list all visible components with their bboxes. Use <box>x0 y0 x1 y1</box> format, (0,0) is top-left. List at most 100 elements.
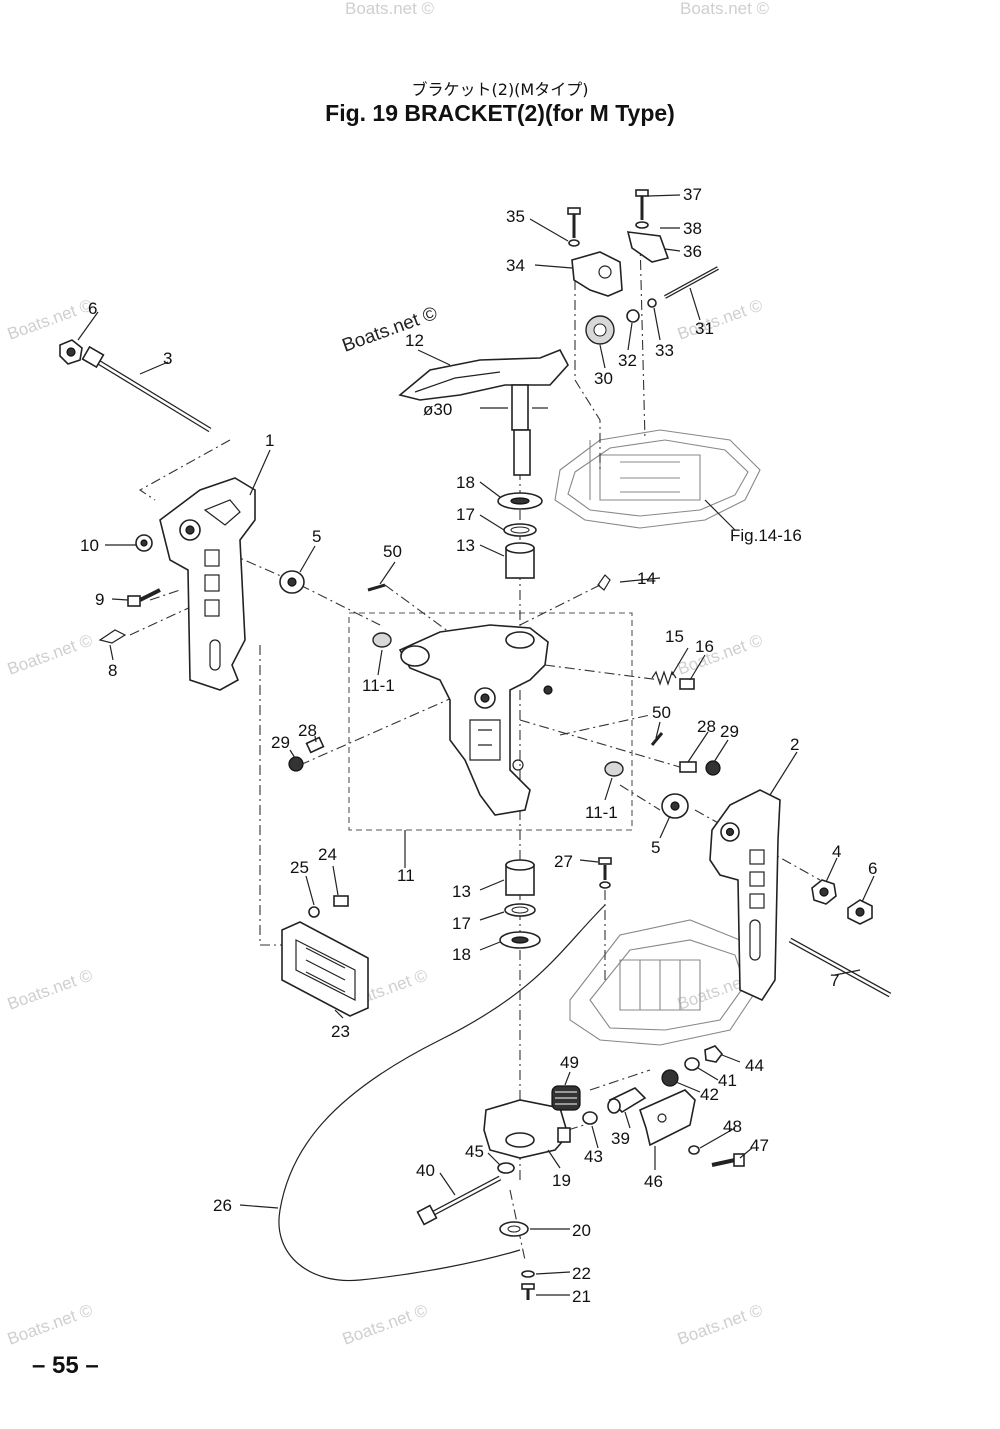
watermark-text: Boats.net © <box>675 295 766 343</box>
part-36-bracket <box>626 189 670 263</box>
watermark-text: Boats.net © <box>345 0 435 18</box>
part-50-pins <box>367 574 664 746</box>
part-31-bolt <box>664 266 719 299</box>
page-number: – 55 – <box>32 1352 99 1379</box>
part-11-swivel-bracket <box>398 624 553 816</box>
part-5-washer-left <box>279 570 305 594</box>
part-46-plate <box>639 1089 696 1147</box>
watermark-text: Boats.net © <box>5 1300 96 1348</box>
callout-label: 11-1 <box>585 803 618 822</box>
watermark-text: Boats.net © <box>680 0 770 18</box>
part-20-21-22-hardware <box>499 1221 535 1300</box>
callout-label: 13 <box>452 882 471 901</box>
callout-label: 21 <box>572 1287 591 1306</box>
diameter-note: ø30 <box>423 400 452 419</box>
part-39-knob <box>607 1087 647 1114</box>
part-9-bolt <box>127 588 161 607</box>
callout-label: 50 <box>383 542 402 561</box>
callout-label: 19 <box>552 1171 571 1190</box>
watermark-text: Boats.net © <box>340 1300 431 1348</box>
callout-label: 42 <box>700 1085 719 1104</box>
part-42-spring <box>661 1069 679 1087</box>
watermark-text: Boats.net © <box>340 303 441 357</box>
callout-label: 5 <box>651 838 660 857</box>
part-8-clip <box>98 629 127 644</box>
part-34-clamp <box>567 207 623 297</box>
callout-label: 17 <box>452 914 471 933</box>
callout-label: 13 <box>456 536 475 555</box>
callout-label: 49 <box>560 1053 579 1072</box>
figure-reference: Fig.14-16 <box>730 526 802 545</box>
callout-label: 27 <box>554 852 573 871</box>
callout-label: 18 <box>456 473 475 492</box>
part-5-washer-right <box>661 793 689 819</box>
callout-label: 4 <box>832 842 841 861</box>
callout-label: 35 <box>506 207 525 226</box>
part-1-left-bracket <box>159 477 256 691</box>
part-49-rubber <box>551 1085 581 1111</box>
callout-label: 17 <box>456 505 475 524</box>
callout-label: 47 <box>750 1136 769 1155</box>
callout-label: 2 <box>790 735 799 754</box>
callout-label: 11 <box>397 866 415 885</box>
callout-label: 9 <box>95 590 104 609</box>
part-10-washer <box>135 534 153 552</box>
callout-label: 8 <box>108 661 117 680</box>
callout-label: 12 <box>405 331 424 350</box>
callout-label: 32 <box>618 351 637 370</box>
part-3-bolt <box>81 345 212 433</box>
callout-label: 11-1 <box>362 676 395 695</box>
callout-label: 43 <box>584 1147 603 1166</box>
part-4-nut <box>811 879 837 905</box>
part-23-plate <box>281 895 369 1017</box>
stack-upper-bushings <box>497 492 543 579</box>
assembly-11-boundary <box>348 612 633 831</box>
callout-label: 15 <box>665 627 684 646</box>
callout-label: 23 <box>331 1022 350 1041</box>
part-7-bolt <box>788 937 892 998</box>
part-6-nut-right <box>847 899 873 925</box>
part-47-48-bolt <box>688 1145 745 1167</box>
stack-lower-bushings <box>499 859 541 949</box>
callout-label: 38 <box>683 219 702 238</box>
engine-upper-outline <box>554 429 761 529</box>
part-41-44-washers <box>684 1045 724 1071</box>
callout-label: 41 <box>718 1071 737 1090</box>
callout-label: 37 <box>683 185 702 204</box>
callout-label: 31 <box>695 319 714 338</box>
callout-label: 46 <box>644 1172 663 1191</box>
part-28-29-right <box>679 760 721 776</box>
callout-label: 10 <box>80 536 99 555</box>
callout-label: 28 <box>298 721 317 740</box>
callout-label: 16 <box>695 637 714 656</box>
leader-line <box>704 499 736 531</box>
callout-label: 39 <box>611 1129 630 1148</box>
callout-label: 7 <box>830 971 839 990</box>
part-19-block <box>483 1099 571 1159</box>
callout-label: 28 <box>697 717 716 736</box>
callout-label: 6 <box>88 299 97 318</box>
callout-label: 6 <box>868 859 877 878</box>
part-11-1-bushings <box>372 632 624 777</box>
callout-label: 29 <box>271 733 290 752</box>
callout-label: 1 <box>265 431 274 450</box>
callout-label: 30 <box>594 369 613 388</box>
diagram-title: Fig. 19 BRACKET(2)(for M Type) <box>325 100 675 126</box>
cable-26 <box>278 904 606 1282</box>
callout-label: 3 <box>163 349 172 368</box>
callout-label: 26 <box>213 1196 232 1215</box>
callout-label: 24 <box>318 845 337 864</box>
callout-label: 14 <box>637 569 656 588</box>
part-43-washer <box>582 1111 598 1125</box>
callout-label: 50 <box>652 703 671 722</box>
callout-label: 36 <box>683 242 702 261</box>
diagram-subtitle-jp: ブラケット(2)(Mタイプ) <box>411 80 589 99</box>
part-27-screw <box>598 857 612 889</box>
part-30-bushing <box>585 298 657 345</box>
leader-lines <box>77 194 875 1296</box>
callout-label: 5 <box>312 527 321 546</box>
part-6-nut <box>59 339 83 365</box>
callout-label: 40 <box>416 1161 435 1180</box>
callout-label: 44 <box>745 1056 764 1075</box>
